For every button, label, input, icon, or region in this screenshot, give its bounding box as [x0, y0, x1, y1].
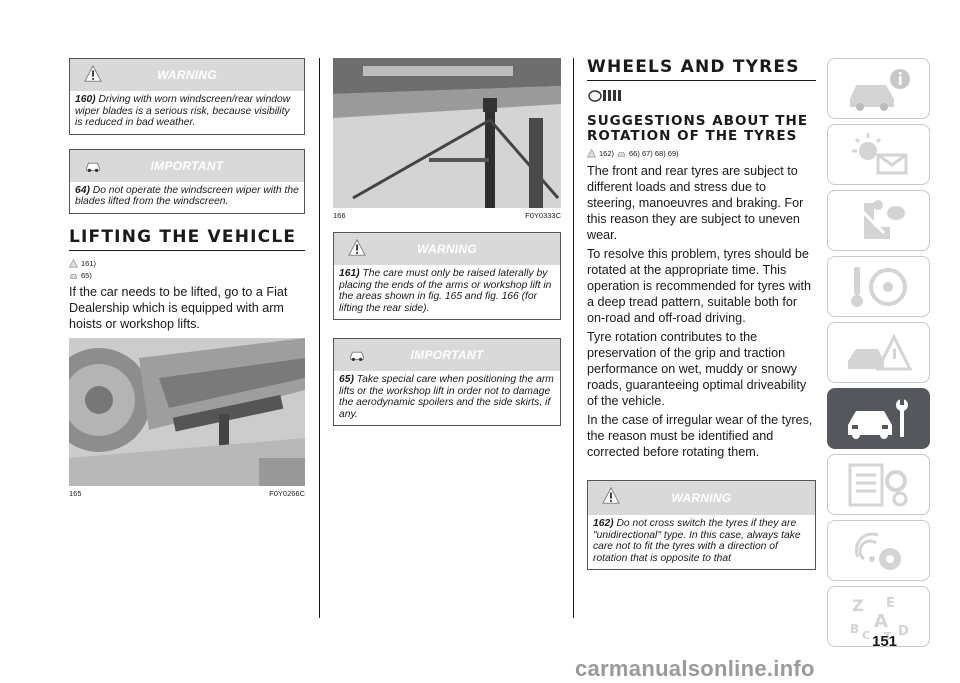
warning-body: The care must only be raised laterally b… [339, 268, 552, 314]
tab-dashboard-lights[interactable] [827, 124, 930, 185]
column-1: WARNING 160) Driving with worn windscree… [69, 58, 305, 508]
warning-triangle-icon [69, 259, 78, 268]
important-box: IMPORTANT 64) Do not operate the windscr… [69, 148, 305, 214]
warning-triangle-icon [587, 148, 596, 157]
column-divider [319, 58, 320, 618]
svg-text:C: C [862, 629, 870, 641]
warning-box: WARNING 160) Driving with worn windscree… [69, 58, 305, 135]
tab-multimedia[interactable] [827, 520, 930, 581]
important-title: IMPORTANT [150, 158, 224, 173]
multimedia-icon [854, 531, 901, 570]
car-important-icon [86, 162, 100, 172]
warning-box: WARNING 162) Do not cross switch the tyr… [587, 480, 816, 570]
body-paragraph: If the car needs to be lifted, go to a F… [69, 284, 288, 331]
tyre-icon [588, 90, 621, 102]
car-important-icon [618, 151, 625, 156]
tab-starting-driving[interactable] [827, 256, 930, 317]
figure-166-rear-lift [333, 58, 561, 208]
warning-text: 162) Do not cross switch the tyres if th… [588, 515, 815, 569]
section-heading-lifting: LIFTING THE VEHICLE [69, 227, 305, 251]
car-important-icon [350, 351, 364, 362]
warning-text: 160) Driving with worn windscreen/rear w… [70, 91, 304, 134]
svg-text:E: E [886, 596, 895, 611]
car-info-icon [849, 68, 910, 111]
tab-technical-data[interactable] [827, 454, 930, 515]
figure-code: F0Y0333C [525, 211, 561, 220]
warning-body: Driving with worn windscreen/rear window… [75, 94, 291, 128]
warning-triangle-icon [84, 65, 102, 82]
important-number: 64) [75, 184, 90, 196]
important-text: 65) Take special care when positioning t… [334, 371, 560, 425]
car-important-icon [70, 274, 77, 279]
tab-index[interactable]: Z E A B D C T [827, 586, 930, 647]
tab-in-an-emergency[interactable] [827, 322, 930, 383]
warning-number: 160) [75, 94, 96, 105]
column-2: 166 F0Y0333C WARNING 161) The care must … [333, 58, 561, 440]
warning-header: WARNING [334, 233, 560, 265]
column-3: WHEELS AND TYRES SUGGESTIONS ABOUT THE R… [587, 58, 816, 584]
important-title: IMPORTANT [410, 348, 484, 362]
figure-caption: 165 F0Y0266C [69, 486, 305, 498]
airbag-seat-icon [856, 199, 905, 239]
warning-title: WARNING [671, 491, 732, 505]
tab-knowing-your-car[interactable] [827, 58, 930, 119]
car-service-icon [847, 398, 908, 439]
watermark: carmanualsonline.info [575, 656, 815, 681]
warning-triangle-icon [348, 239, 366, 256]
index-letters-icon: Z E A B D C T [850, 596, 909, 641]
body-paragraph: To resolve this problem, tyres should be… [587, 247, 811, 325]
tab-maintenance-and-care[interactable] [827, 388, 930, 449]
warning-body: Do not cross switch the tyres if they ar… [593, 518, 801, 564]
warning-header: WARNING [70, 59, 304, 91]
warning-title: WARNING [156, 68, 218, 82]
lift-illustration [69, 337, 305, 486]
svg-text:Z: Z [852, 596, 864, 615]
svg-text:D: D [898, 624, 909, 639]
steering-key-icon [850, 266, 907, 307]
important-body: Do not operate the windscreen wiper with… [75, 184, 299, 208]
body-paragraph: Tyre rotation contributes to the preserv… [587, 330, 807, 408]
warning-text: 161) The care must only be raised latera… [334, 265, 560, 319]
important-header: IMPORTANT [334, 339, 560, 371]
warning-header: WARNING [588, 481, 815, 515]
body-paragraph: In the case of irregular wear of the tyr… [587, 413, 813, 459]
svg-text:B: B [850, 622, 859, 636]
section-heading-wheels: WHEELS AND TYRES [587, 58, 816, 81]
dashboard-lights-icon [851, 132, 907, 174]
warning-title: WARNING [416, 242, 478, 256]
tab-safety[interactable] [827, 190, 930, 251]
reference-number: 66) 67) 68) 69) [629, 148, 679, 158]
figure-code: F0Y0266C [269, 488, 305, 498]
column-divider [573, 58, 574, 618]
warning-triangle-icon [602, 487, 620, 504]
important-body: Take special care when positioning the a… [339, 374, 554, 420]
figure-number: 166 [333, 211, 346, 220]
technical-data-icon [848, 463, 907, 506]
body-paragraph: The front and rear tyres are subject to … [587, 164, 804, 242]
warning-number: 161) [339, 268, 360, 279]
accident-warning-icon [847, 333, 912, 370]
reference-link[interactable]: 65) [69, 270, 305, 282]
svg-text:A: A [874, 611, 888, 632]
important-header: IMPORTANT [70, 149, 304, 182]
figure-caption: 166 F0Y0333C [333, 208, 561, 220]
reference-link[interactable]: 162) 66) 67) 68) 69) [587, 147, 816, 159]
reference-number: 162) [599, 148, 615, 158]
svg-text:T: T [884, 630, 892, 641]
important-text: 64) Do not operate the windscreen wiper … [70, 182, 304, 213]
lift-illustration [333, 58, 561, 208]
reference-number: 161) [81, 259, 97, 268]
figure-165-car-underside [69, 337, 305, 486]
page-number: 151 [872, 633, 898, 650]
reference-link[interactable]: 161) [69, 258, 305, 270]
warning-box: WARNING 161) The care must only be raise… [333, 232, 561, 320]
important-number: 65) [339, 374, 354, 385]
reference-number: 65) [81, 271, 92, 280]
chapter-tabs: Z E A B D C T [827, 58, 930, 652]
warning-number: 162) [593, 518, 614, 529]
figure-number: 165 [69, 488, 82, 498]
important-box: IMPORTANT 65) Take special care when pos… [333, 338, 561, 426]
subsection-heading: SUGGESTIONS ABOUT THE ROTATION OF THE TY… [587, 113, 809, 144]
